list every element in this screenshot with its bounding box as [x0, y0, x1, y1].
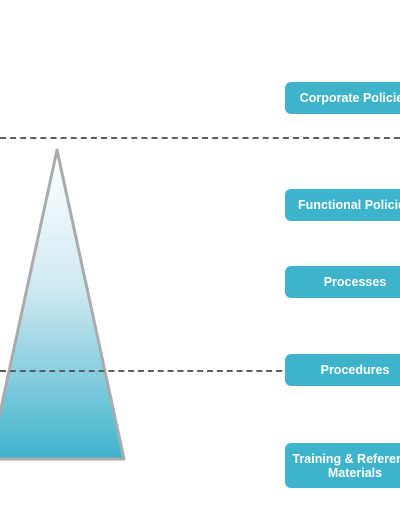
lower-divider-line — [0, 370, 282, 372]
level-box-procedures: Procedures — [285, 354, 400, 386]
pyramid-shape — [0, 148, 126, 461]
upper-divider-line — [0, 137, 400, 139]
level-box-functional-policies: Functional Policies — [285, 189, 400, 221]
level-box-corporate-policies: Corporate Policies — [285, 82, 400, 114]
level-box-training-reference-materials: Training & Reference Materials — [285, 443, 400, 488]
level-box-processes: Processes — [285, 266, 400, 298]
